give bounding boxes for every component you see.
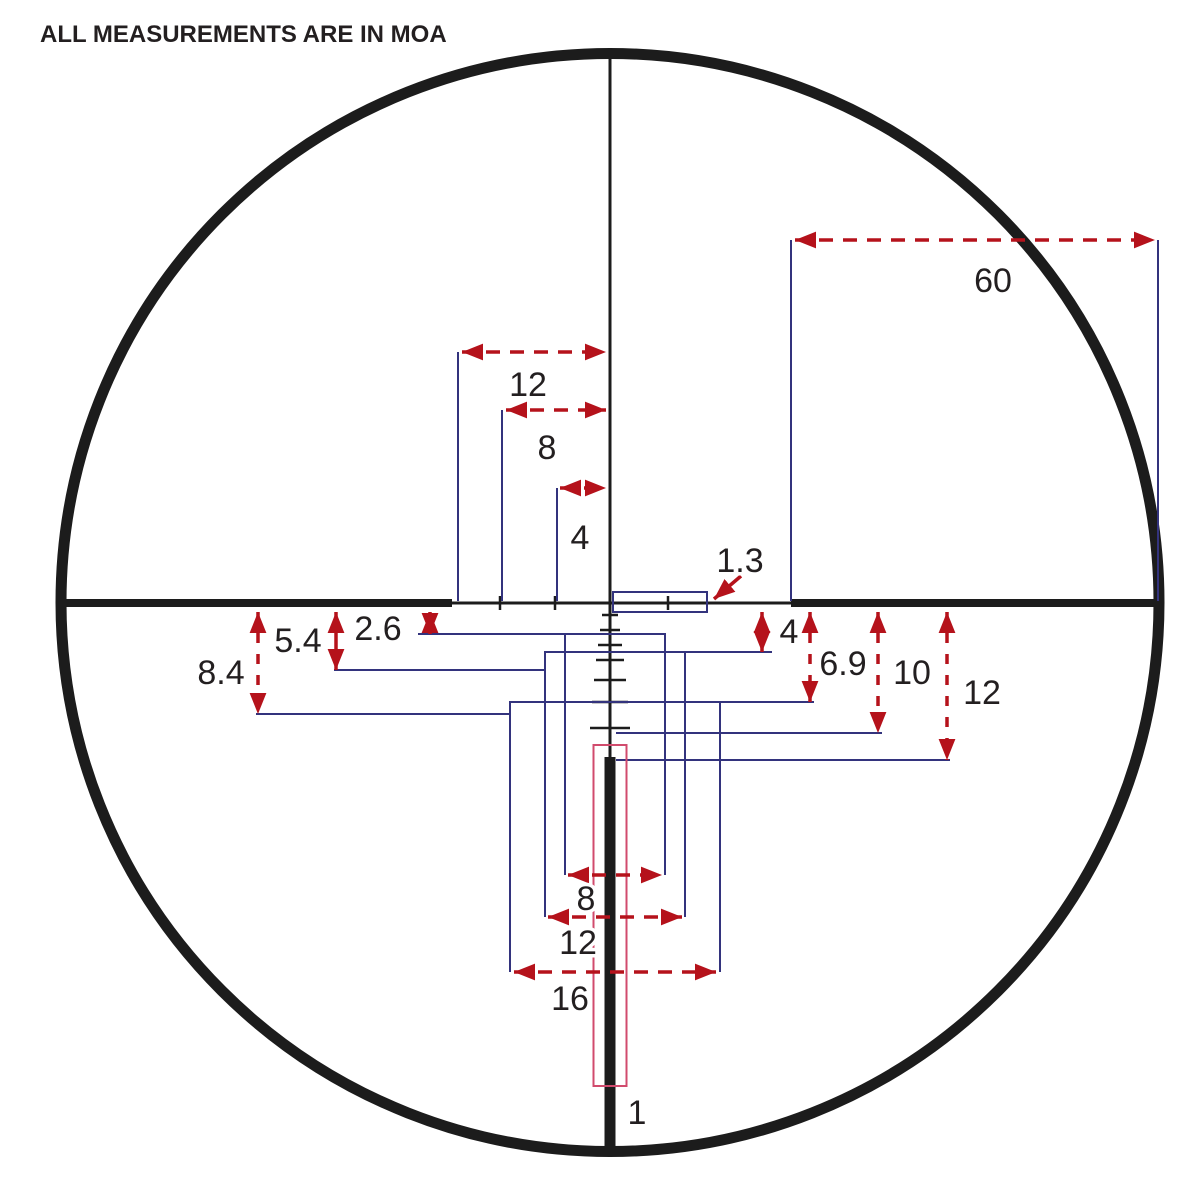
label-right-6-9: 6.9: [819, 645, 866, 683]
bracket-lower-8: [564, 633, 666, 875]
pointer-arrow-1-3: [712, 574, 743, 601]
label-right-12: 12: [963, 674, 1001, 712]
scope-outline-circle: [55, 48, 1165, 1157]
label-60: 60: [974, 262, 1012, 300]
label-lower-8: 8: [577, 880, 596, 918]
reticle: [55, 48, 1165, 1157]
label-left-5-4: 5.4: [274, 622, 321, 660]
labels: ALL MEASUREMENTS ARE IN MOA 60 12 8 4 1.…: [40, 21, 1015, 1136]
bracket-lower-12: [544, 651, 686, 917]
label-upper-4: 4: [571, 519, 590, 557]
diagram-title: ALL MEASUREMENTS ARE IN MOA: [40, 21, 447, 48]
label-right-10: 10: [893, 654, 931, 692]
label-right-4: 4: [780, 613, 799, 651]
dimension-arrows: [249, 231, 1155, 981]
center-gap-box: [612, 591, 708, 613]
label-lower-16: 16: [551, 980, 589, 1018]
bracket-lower-16: [509, 701, 721, 972]
label-upper-12: 12: [509, 366, 547, 404]
label-post-width-1: 1: [628, 1094, 647, 1132]
extension-lines: [256, 240, 1159, 972]
label-lower-12: 12: [559, 924, 597, 962]
label-upper-8: 8: [538, 429, 557, 467]
label-center-gap-1-3: 1.3: [716, 542, 763, 580]
label-left-2-6: 2.6: [354, 610, 401, 648]
label-left-8-4: 8.4: [197, 654, 244, 692]
